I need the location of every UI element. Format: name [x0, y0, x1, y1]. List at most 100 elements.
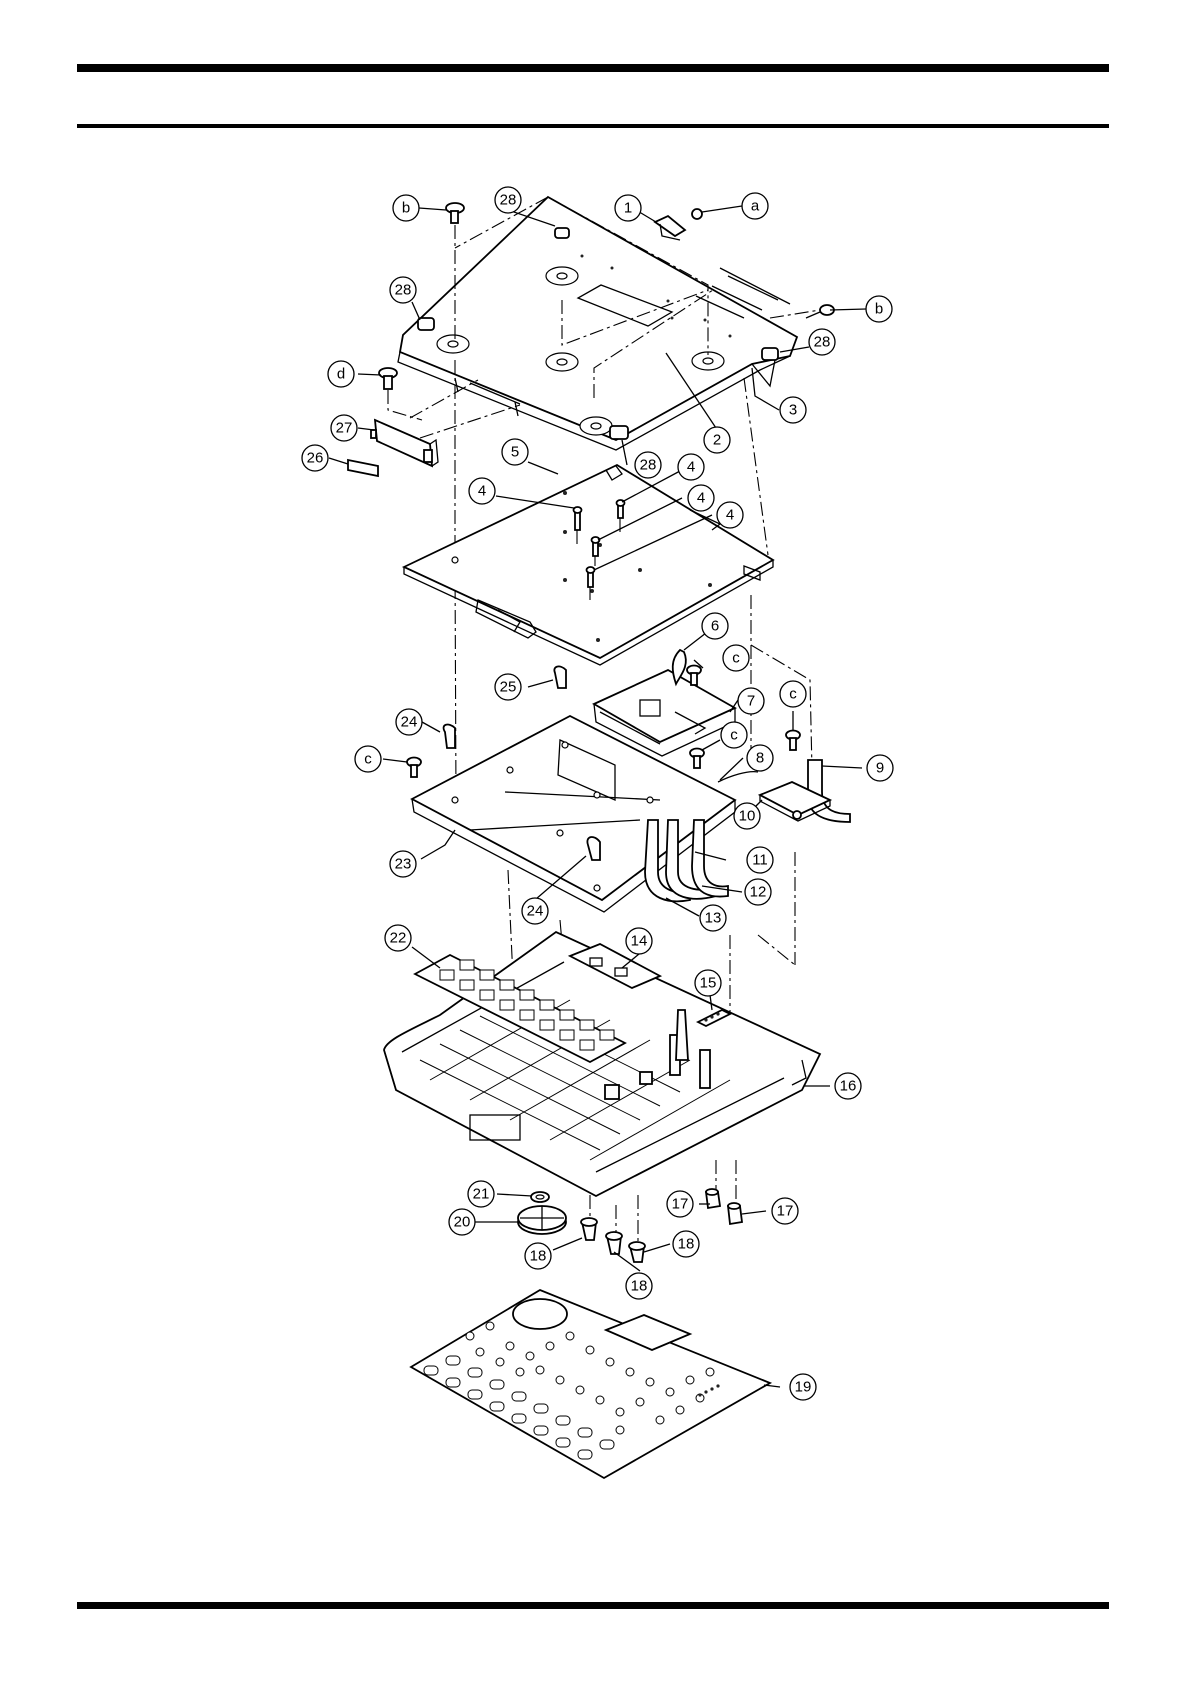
- svg-text:9: 9: [876, 760, 884, 777]
- svg-text:4: 4: [697, 490, 705, 507]
- svg-text:7: 7: [747, 693, 755, 710]
- screw-d: [379, 368, 397, 389]
- callout-3: 3: [780, 397, 806, 423]
- callout-14: 14: [626, 928, 652, 954]
- svg-text:c: c: [732, 650, 740, 667]
- svg-text:15: 15: [700, 975, 717, 992]
- svg-text:4: 4: [687, 459, 695, 476]
- callout-18-b: 18: [626, 1273, 652, 1299]
- callout-28-right: 28: [809, 329, 835, 355]
- svg-text:20: 20: [454, 1214, 471, 1231]
- callout-26: 26: [302, 445, 328, 471]
- svg-text:2: 2: [713, 432, 721, 449]
- dial-part-20: [518, 1206, 566, 1234]
- svg-text:5: 5: [511, 444, 519, 461]
- callout-12: 12: [745, 879, 771, 905]
- callout-28-bottom: 28: [635, 452, 661, 478]
- callout-4-d: 4: [717, 502, 743, 528]
- callout-16: 16: [835, 1073, 861, 1099]
- svg-text:18: 18: [631, 1278, 648, 1295]
- callout-5: 5: [502, 439, 528, 465]
- svg-text:c: c: [789, 686, 797, 703]
- callout-11: 11: [747, 847, 773, 873]
- panel-sheet-part-19: [411, 1290, 770, 1478]
- washer-part-21: [531, 1192, 549, 1202]
- svg-text:22: 22: [390, 930, 407, 947]
- svg-text:8: 8: [756, 750, 764, 767]
- callout-28-top: 28: [495, 187, 521, 213]
- callout-4-b: 4: [678, 454, 704, 480]
- callout-c-2: c: [721, 722, 747, 748]
- callout-13: 13: [700, 905, 726, 931]
- svg-text:18: 18: [530, 1248, 547, 1265]
- callout-23: 23: [390, 851, 416, 877]
- svg-text:12: 12: [750, 884, 767, 901]
- callout-6: 6: [702, 613, 728, 639]
- svg-text:27: 27: [336, 420, 353, 437]
- svg-text:c: c: [364, 751, 372, 768]
- callout-10: 10: [734, 803, 760, 829]
- callout-4-a: 4: [469, 478, 495, 504]
- callout-4-c: 4: [688, 485, 714, 511]
- callout-b-right: b: [866, 296, 892, 322]
- svg-text:21: 21: [473, 1186, 490, 1203]
- callout-17-b: 17: [772, 1198, 798, 1224]
- callout-15: 15: [695, 970, 721, 996]
- callout-27: 27: [331, 415, 357, 441]
- svg-text:28: 28: [500, 192, 517, 209]
- callout-18-a: 18: [525, 1243, 551, 1269]
- svg-text:4: 4: [726, 507, 734, 524]
- callout-1: 1: [615, 195, 641, 221]
- svg-text:11: 11: [752, 852, 768, 869]
- callout-28-left: 28: [390, 277, 416, 303]
- svg-text:c: c: [730, 727, 738, 744]
- callout-19: 19: [790, 1374, 816, 1400]
- label-part-26: [348, 460, 378, 476]
- svg-text:1: 1: [624, 200, 632, 217]
- clamp-part-24-upper: [444, 725, 455, 748]
- svg-text:18: 18: [678, 1236, 695, 1253]
- screw-b-right: [806, 305, 834, 318]
- chassis-part-23: [412, 716, 735, 912]
- knob-part-17: [706, 1189, 742, 1224]
- svg-text:17: 17: [777, 1203, 794, 1220]
- callout-c-4: c: [780, 681, 806, 707]
- callout-21: 21: [468, 1181, 494, 1207]
- svg-text:b: b: [402, 200, 410, 217]
- svg-text:24: 24: [401, 714, 418, 731]
- svg-text:d: d: [337, 366, 345, 383]
- screw-b-top: [446, 203, 464, 223]
- callout-7: 7: [738, 688, 764, 714]
- svg-text:28: 28: [814, 334, 831, 351]
- callout-c-1: c: [723, 645, 749, 671]
- callout-c-3: c: [355, 746, 381, 772]
- svg-text:10: 10: [739, 808, 756, 825]
- clamp-part-25: [554, 666, 566, 688]
- callout-18-c: 18: [673, 1231, 699, 1257]
- svg-text:13: 13: [705, 910, 722, 927]
- svg-text:3: 3: [789, 402, 797, 419]
- svg-text:24: 24: [527, 903, 544, 920]
- callout-24-b: 24: [522, 898, 548, 924]
- knob-part-18: [581, 1218, 645, 1262]
- svg-text:25: 25: [500, 679, 517, 696]
- bracket-part-1: [655, 206, 742, 240]
- callout-d: d: [328, 361, 354, 387]
- svg-text:4: 4: [478, 483, 486, 500]
- callout-20: 20: [449, 1209, 475, 1235]
- svg-text:26: 26: [307, 450, 324, 467]
- svg-text:19: 19: [795, 1379, 812, 1396]
- bracket-part-27: [371, 420, 438, 466]
- callout-25: 25: [495, 674, 521, 700]
- callout-22: 22: [385, 925, 411, 951]
- svg-text:28: 28: [395, 282, 412, 299]
- svg-text:14: 14: [631, 933, 648, 950]
- svg-text:b: b: [875, 301, 883, 318]
- svg-text:17: 17: [672, 1196, 689, 1213]
- callout-b-top: b: [393, 195, 419, 221]
- svg-text:23: 23: [395, 856, 412, 873]
- callout-9: 9: [867, 755, 893, 781]
- svg-text:6: 6: [711, 618, 719, 635]
- svg-text:28: 28: [640, 457, 657, 474]
